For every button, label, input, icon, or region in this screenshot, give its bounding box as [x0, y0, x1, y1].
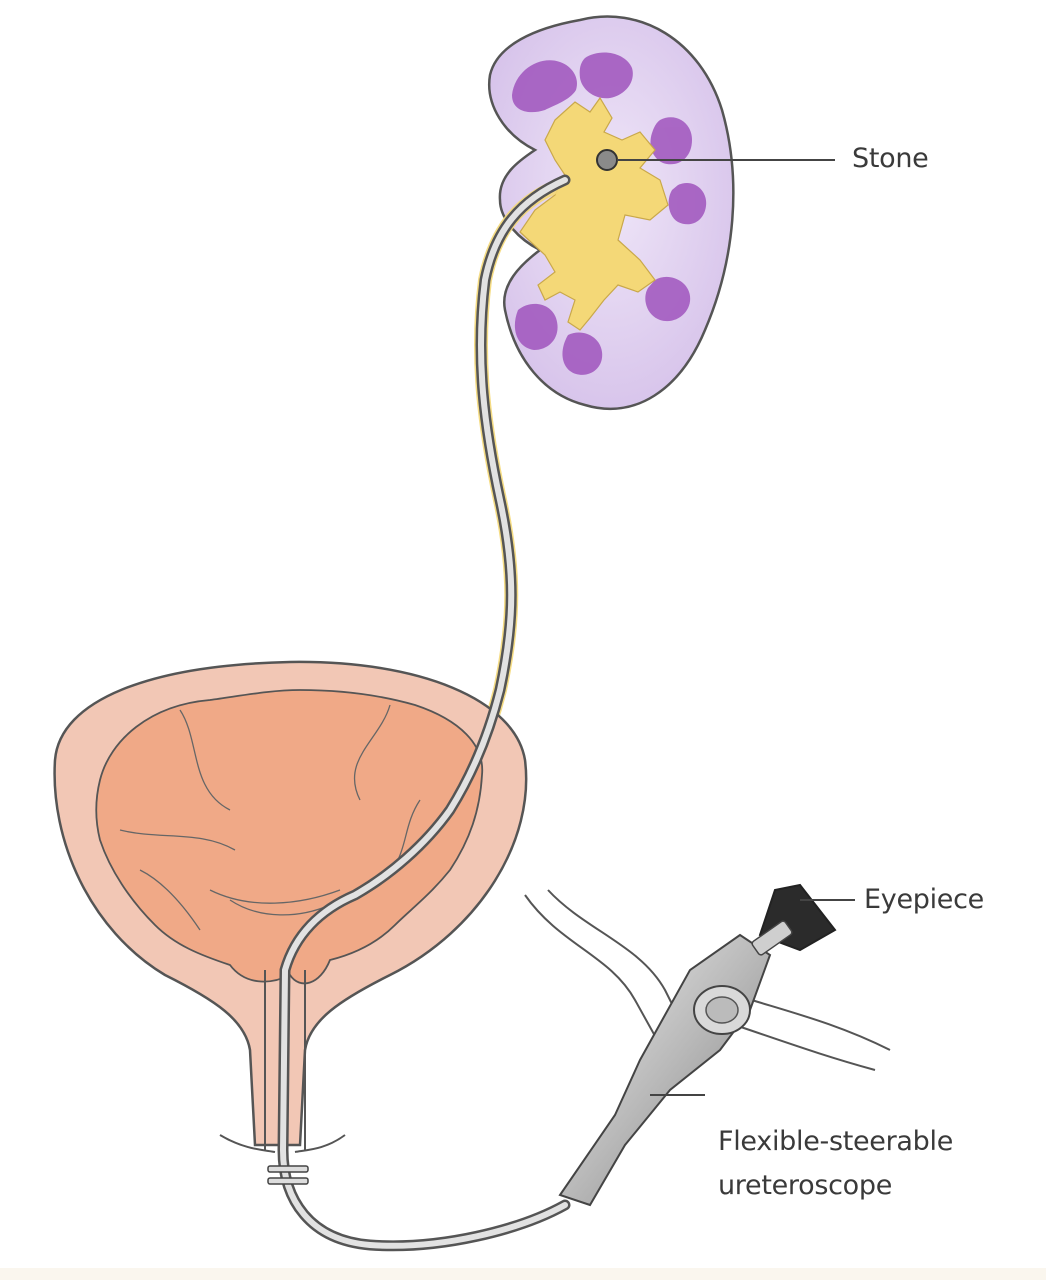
kidney [487, 15, 735, 410]
bladder-inner-lining [95, 689, 484, 985]
kidney-stone [596, 149, 618, 171]
ureteroscope-label-line2: ureteroscope [718, 1170, 893, 1201]
calyces [512, 52, 707, 375]
renal-pelvis [519, 96, 669, 331]
eyepiece-collar [751, 920, 793, 956]
ureteroscope-handle [524, 883, 891, 1207]
irrigation-tube [524, 894, 661, 1046]
irrigation-tube [547, 889, 691, 1041]
bladder [53, 660, 528, 1147]
eyepiece-label: Eyepiece [864, 884, 984, 915]
clamp-ring [267, 1177, 309, 1185]
light-cable [719, 1019, 876, 1071]
bottom-strip [0, 1268, 1046, 1280]
ureteroscope-label-line1: Flexible-steerable [718, 1126, 954, 1157]
urethra [219, 970, 346, 1153]
clamp-ring [267, 1165, 309, 1173]
scope-shaft [267, 174, 571, 1252]
leader-lines [617, 159, 855, 1096]
stone-label: Stone [852, 143, 929, 174]
